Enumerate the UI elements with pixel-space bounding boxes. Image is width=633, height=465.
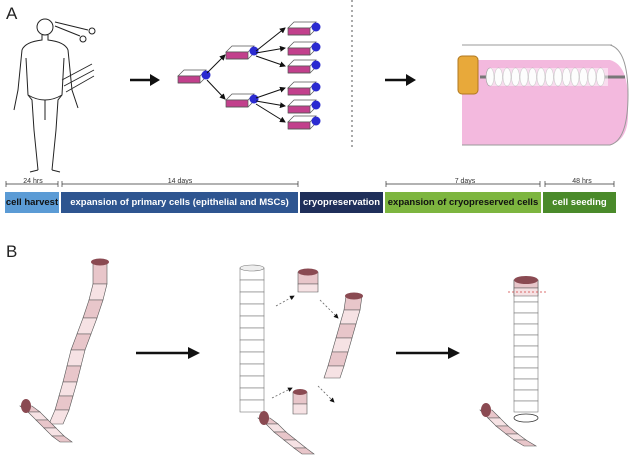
arrow-b1	[136, 347, 200, 359]
bioreactor-cap	[457, 55, 479, 95]
culture-flask-icon	[287, 21, 321, 36]
culture-flasks	[177, 21, 321, 130]
duration-label-1: 24 hrs	[23, 178, 43, 185]
step-expansion-cryopreserved: expansion of cryopreserved cells	[385, 192, 541, 213]
duration-label-4: 48 hrs	[572, 178, 592, 185]
scaffold-icon	[485, 67, 608, 87]
human-body-icon	[13, 18, 79, 173]
culture-flask-icon	[225, 45, 259, 60]
culture-flask-icon	[287, 41, 321, 56]
step-cell-harvest: cell harvest	[5, 192, 59, 213]
engineered-graft-icon	[479, 276, 546, 447]
step-expansion-primary: expansion of primary cells (epithelial a…	[61, 192, 298, 213]
arrow-b2	[396, 347, 460, 359]
harvest-site-icon	[61, 63, 95, 93]
flask-expansion-arrows	[206, 27, 286, 123]
trachea-icon	[19, 258, 109, 443]
culture-flask-icon	[287, 115, 321, 130]
scaffold-tube-icon	[239, 264, 265, 413]
dashed-transfer-arrows	[271, 295, 339, 403]
culture-flask-icon	[287, 81, 321, 96]
step-cryopreservation: cryopreservation	[300, 192, 383, 213]
arrow-a1	[130, 74, 160, 86]
scissors-icon	[54, 21, 96, 43]
arrow-a2	[385, 74, 416, 86]
culture-flask-icon	[287, 59, 321, 74]
panel-b-label: B	[6, 242, 18, 261]
step-cell-seeding: cell seeding	[543, 192, 616, 213]
panel-a-label: A	[6, 4, 18, 23]
duration-label-2: 14 days	[167, 178, 193, 185]
duration-label-3: 7 days	[454, 178, 476, 185]
timeline-ticks	[5, 181, 615, 187]
bioreactor-icon	[457, 44, 629, 146]
trachea-segments-icon	[257, 268, 363, 455]
culture-flask-icon	[225, 93, 259, 108]
culture-flask-icon	[177, 69, 211, 84]
culture-flask-icon	[287, 99, 321, 114]
